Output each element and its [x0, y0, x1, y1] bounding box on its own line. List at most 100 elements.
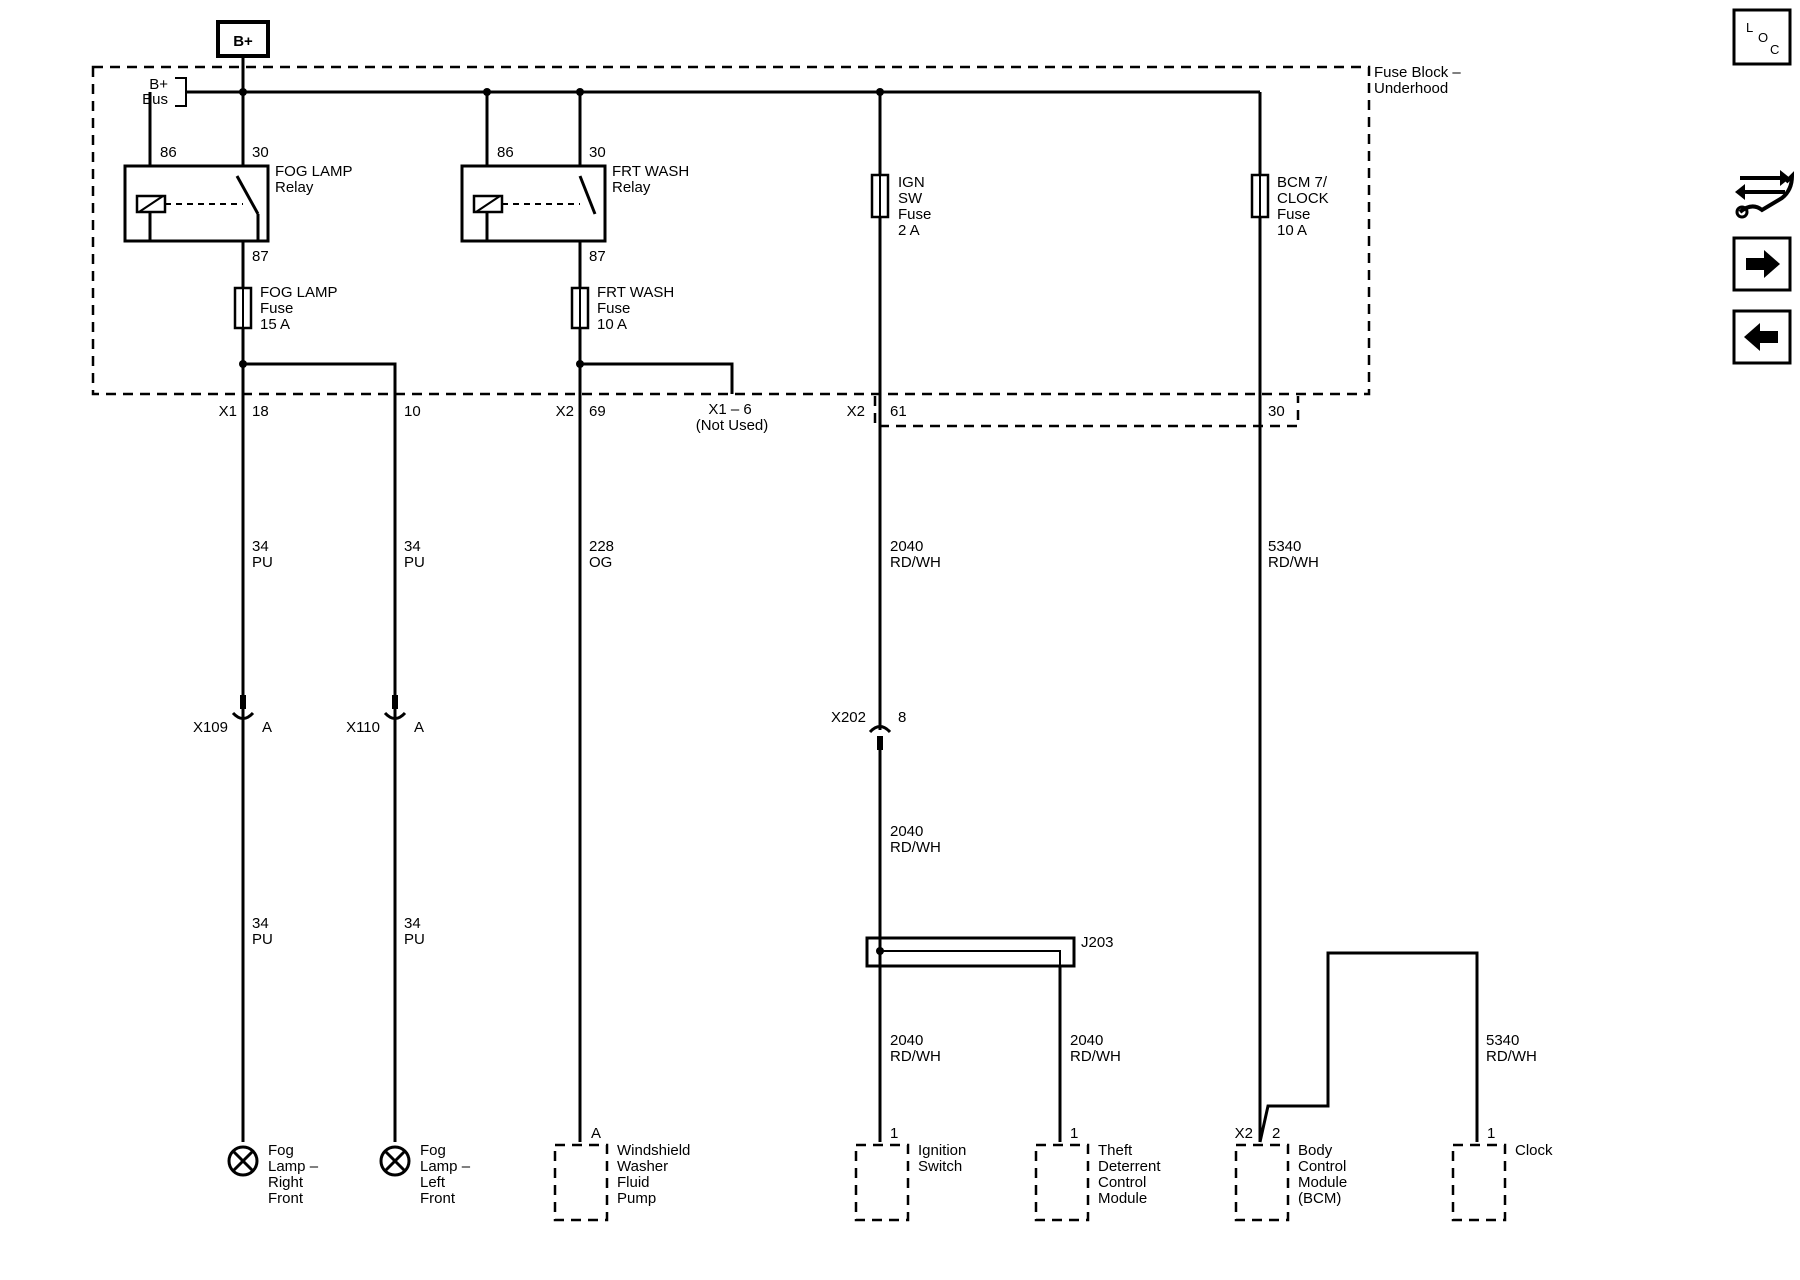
x109-pin: A [262, 719, 272, 736]
x1-label: X1 [219, 403, 237, 420]
fuse-block-label-1: Fuse Block – [1374, 64, 1461, 81]
bcm-label-3: Module [1298, 1174, 1347, 1191]
wire-color: RD/WH [1070, 1048, 1121, 1065]
loc-letter-c: C [1770, 42, 1779, 57]
fog-relay-switch-icon [235, 175, 260, 215]
wire-circuit: 2040 [890, 1032, 923, 1049]
wire-color: PU [404, 554, 425, 571]
washer-label-2: Washer [617, 1158, 668, 1175]
wire-color: RD/WH [1268, 554, 1319, 571]
bcm-connector: X2 [1235, 1125, 1253, 1142]
loc-letter-o: O [1758, 30, 1768, 45]
wire-circuit: 2040 [1070, 1032, 1103, 1049]
b-plus-label: B+ [233, 33, 253, 50]
not-used-label: (Not Used) [696, 417, 769, 434]
fog-relay-label-1: FOG LAMP [275, 163, 353, 180]
j203-label: J203 [1081, 934, 1114, 951]
bcm-fuse-label-4: 10 A [1277, 222, 1307, 239]
ignition-pin: 1 [890, 1125, 898, 1142]
ign-fuse-label-1: IGN [898, 174, 925, 191]
fuse-block-label-2: Underhood [1374, 80, 1448, 97]
frt-fuse-label-2: Fuse [597, 300, 630, 317]
harness-wrench-icon[interactable] [1735, 170, 1795, 219]
x110-label: X110 [346, 719, 380, 736]
wire-color: PU [404, 931, 425, 948]
next-page-button[interactable] [1732, 236, 1792, 292]
x202-label: X202 [831, 709, 866, 726]
wire-circuit: 5340 [1268, 538, 1301, 555]
bus-bracket [175, 77, 187, 107]
bcm-label-2: Control [1298, 1158, 1346, 1175]
wire-circuit: 228 [589, 538, 614, 555]
fog-fuse-label-3: 15 A [260, 316, 290, 333]
fog-right-label-4: Front [268, 1190, 304, 1207]
previous-page-button[interactable] [1732, 309, 1792, 365]
fog-relay-label-2: Relay [275, 179, 314, 196]
wire-circuit: 2040 [890, 823, 923, 840]
x109-label: X109 [193, 719, 228, 736]
fog-fuse-label-2: Fuse [260, 300, 293, 317]
arrow-right-icon [1746, 250, 1780, 278]
frt-wash-relay [460, 164, 607, 243]
wire-circuit: 2040 [890, 538, 923, 555]
bcm-label-4: (BCM) [1298, 1190, 1341, 1207]
bus-label-2: Bus [142, 91, 168, 108]
fog-right-label-1: Fog [268, 1142, 294, 1159]
ign-fuse-label-2: SW [898, 190, 923, 207]
wire-circuit: 34 [252, 915, 269, 932]
frt-relay-pin30: 30 [589, 144, 606, 161]
x110-pin: A [414, 719, 424, 736]
fog-left-label-2: Lamp – [420, 1158, 471, 1175]
theft-label-1: Theft [1098, 1142, 1133, 1159]
locator-icon[interactable] [1732, 8, 1792, 66]
wire-circuit: 5340 [1486, 1032, 1519, 1049]
clock-label: Clock [1515, 1142, 1553, 1159]
frt-relay-pin87: 87 [589, 248, 606, 265]
frt-relay-label-1: FRT WASH [612, 163, 689, 180]
wire-circuit: 34 [404, 538, 421, 555]
wire-color: OG [589, 554, 612, 571]
lamp-icon [379, 1145, 411, 1177]
loc-letter-l: L [1746, 20, 1753, 35]
bcm-clock-circuit [1258, 951, 1479, 1143]
theft-label-3: Control [1098, 1174, 1146, 1191]
bcm-fuse-label-1: BCM 7/ [1277, 174, 1328, 191]
locator-button[interactable]: L O C [1732, 8, 1792, 66]
frt-relay-switch-icon [578, 175, 597, 215]
bcm-box [1234, 1143, 1290, 1222]
x2-label: X2 [556, 403, 574, 420]
fog-relay-pin30: 30 [252, 144, 269, 161]
fog-lamp-relay [123, 164, 270, 243]
washer-label-1: Windshield [617, 1142, 690, 1159]
frt-relay-label-2: Relay [612, 179, 651, 196]
theft-label-2: Deterrent [1098, 1158, 1161, 1175]
wire-color: RD/WH [890, 839, 941, 856]
not-used-branch [580, 362, 734, 394]
x110-connector [383, 695, 407, 720]
lamp-icon [227, 1145, 259, 1177]
x2-pin-69: 69 [589, 403, 606, 420]
frt-fuse-label-3: 10 A [597, 316, 627, 333]
j203-splice [865, 936, 1076, 968]
x2-pin-30: 30 [1268, 403, 1285, 420]
x202-connector [868, 725, 892, 750]
ign-fuse-label-3: Fuse [898, 206, 931, 223]
arrow-left-icon [1744, 323, 1778, 351]
washer-pump-box [553, 1143, 609, 1222]
x2b-label: X2 [847, 403, 865, 420]
wire-color: RD/WH [890, 1048, 941, 1065]
frt-relay-pin86: 86 [497, 144, 514, 161]
clock-box [1451, 1143, 1507, 1222]
x109-connector [231, 695, 255, 720]
wire-color: RD/WH [890, 554, 941, 571]
wire-circuit: 34 [404, 915, 421, 932]
fog-left-circuit [243, 362, 397, 1142]
wire-circuit: 34 [252, 538, 269, 555]
fuse-block-outline [91, 65, 1371, 396]
theft-label-4: Module [1098, 1190, 1147, 1207]
bus-label-1: B+ [149, 76, 168, 93]
fog-right-label-2: Lamp – [268, 1158, 319, 1175]
fog-left-label-1: Fog [420, 1142, 446, 1159]
washer-label-4: Pump [617, 1190, 656, 1207]
